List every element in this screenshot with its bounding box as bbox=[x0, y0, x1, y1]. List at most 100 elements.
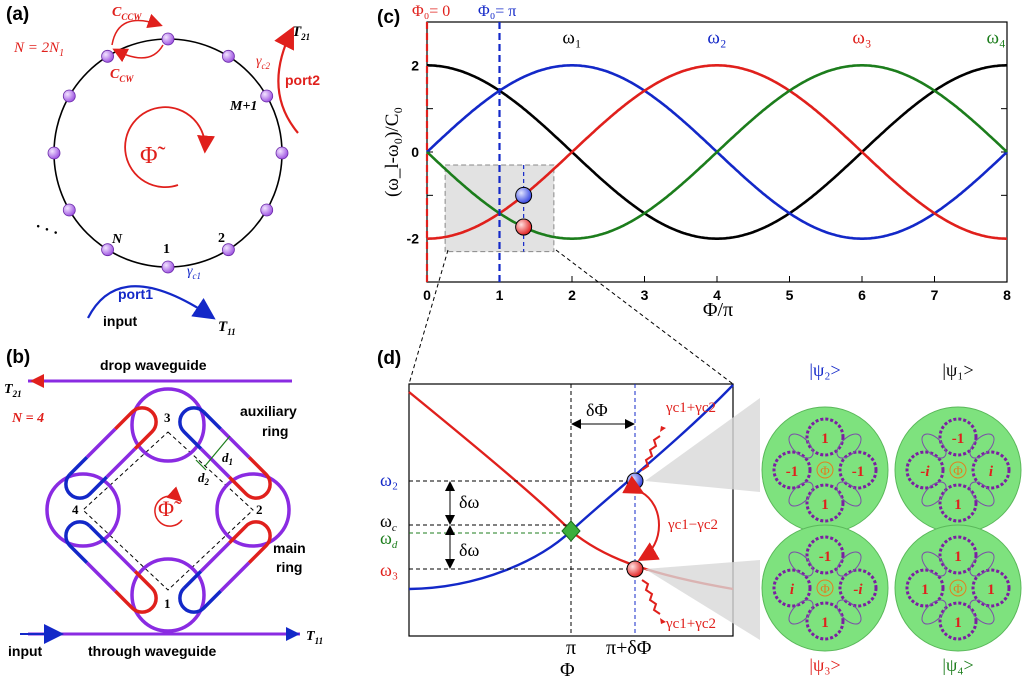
ring-node bbox=[161, 260, 175, 274]
dashed-diamond bbox=[82, 431, 254, 591]
ring-node bbox=[222, 243, 235, 257]
aux-ring-outer bbox=[178, 406, 206, 450]
mode-main-ring bbox=[805, 483, 845, 523]
phi-label: Φ̃ bbox=[140, 143, 166, 169]
aux-ring-outer bbox=[64, 472, 108, 500]
through-arrow-head bbox=[286, 627, 300, 641]
mode-center-ring bbox=[949, 579, 967, 597]
x-tick-label: 6 bbox=[858, 287, 866, 303]
series-label: ω₁ bbox=[562, 28, 581, 49]
d1-label: d1 bbox=[222, 450, 233, 467]
ring-node bbox=[62, 89, 76, 103]
mode-aux-ring bbox=[836, 599, 862, 625]
mode-amp-bottom: 1 bbox=[821, 615, 829, 631]
w3-marker bbox=[626, 560, 644, 578]
aux-ring-inner bbox=[228, 456, 272, 500]
x-tick-label: 0 bbox=[423, 287, 431, 303]
auxiliary-label: auxiliary bbox=[240, 403, 297, 419]
x-pi-label: π bbox=[566, 637, 576, 659]
mode-aux-ring bbox=[969, 551, 995, 577]
node-n-label: N bbox=[111, 232, 123, 247]
panel-a: (a) N = 2N1 CCCW CCW T21 γc2 port2 M+1 Φ… bbox=[6, 4, 320, 337]
mode-amp-bottom: 1 bbox=[954, 497, 962, 513]
x-tick-label: 3 bbox=[641, 287, 649, 303]
mode-main-ring bbox=[938, 483, 978, 523]
mode-amp-bottom: 1 bbox=[954, 615, 962, 631]
c-ccw-label: CCCW bbox=[112, 5, 142, 22]
node-2-label: 2 bbox=[218, 231, 225, 246]
x-tick-label: 8 bbox=[1003, 287, 1011, 303]
aux-ring-outer bbox=[182, 570, 203, 590]
panel-c-label: (c) bbox=[377, 7, 400, 28]
m-plus-1-label: M+1 bbox=[229, 99, 257, 114]
c-cw-arrow bbox=[112, 44, 164, 63]
aux-ring-outer bbox=[64, 520, 92, 564]
mode-picture: -1i-i1Φ|ψ₃> bbox=[761, 524, 889, 675]
mode-center-label: Φ bbox=[953, 581, 963, 596]
mode-main-ring bbox=[905, 568, 945, 608]
mode-amp-right: -1 bbox=[852, 464, 865, 480]
dw-top-label: δω bbox=[459, 492, 479, 512]
panel-d: (d) δω δω δΦ ω₂ ωc ωd ω₃ γc1−γc2 γc1+γc2… bbox=[377, 348, 760, 679]
phi-arrow bbox=[124, 106, 215, 188]
aux-ring-outer bbox=[68, 456, 89, 476]
mode-aux-ring bbox=[969, 433, 995, 459]
x-pi-dphi-label: π+δΦ bbox=[606, 637, 652, 659]
x-tick-label: 4 bbox=[713, 287, 721, 303]
mode-main-ring bbox=[905, 450, 945, 490]
aux-ring-outer bbox=[178, 586, 222, 614]
mode-aux-ring bbox=[969, 599, 995, 625]
ring-node bbox=[260, 203, 274, 217]
node-3-b: 3 bbox=[164, 410, 171, 425]
mode-aux-ring bbox=[788, 433, 814, 459]
port2-label: port2 bbox=[285, 72, 320, 88]
mode-amp-left: i bbox=[790, 582, 795, 598]
dphi-label: δΦ bbox=[586, 400, 608, 420]
aux-ring-mid bbox=[85, 427, 137, 479]
x-tick-label: 5 bbox=[786, 287, 794, 303]
mode-center-label: Φ bbox=[820, 463, 830, 478]
n4-label: N = 4 bbox=[11, 411, 44, 426]
series-label: ω₃ bbox=[852, 28, 871, 49]
t11-b-label: T11 bbox=[306, 629, 323, 646]
ring-node bbox=[47, 146, 61, 160]
mode-main-ring bbox=[838, 450, 878, 490]
node-4-b: 4 bbox=[72, 502, 79, 517]
mode-main-ring bbox=[971, 450, 1011, 490]
t11-label: T11 bbox=[218, 319, 236, 337]
ring-node bbox=[275, 146, 289, 160]
x-tick-label: 7 bbox=[931, 287, 939, 303]
ring-node bbox=[161, 32, 175, 46]
c-ccw-arrow bbox=[111, 13, 163, 46]
dots: · · · bbox=[32, 218, 60, 242]
mode-aux-ring bbox=[836, 551, 862, 577]
phi-b-arrow bbox=[154, 486, 183, 527]
plot-c-markers bbox=[515, 186, 533, 236]
mode-disc bbox=[761, 524, 889, 652]
data-marker bbox=[515, 186, 533, 204]
mode-center-label: Φ bbox=[820, 581, 830, 596]
y-tick-label: 2 bbox=[411, 57, 419, 73]
aux-ring-mid bbox=[85, 541, 137, 593]
phi0-zero-label: Φ₀= 0 bbox=[412, 3, 450, 20]
panel-b-label: (b) bbox=[6, 347, 30, 368]
ring-node bbox=[222, 49, 235, 63]
mode-main-ring bbox=[838, 568, 878, 608]
main-label: main bbox=[273, 540, 306, 556]
mode-amp-top: -1 bbox=[819, 549, 832, 565]
aux-ring-inner bbox=[114, 406, 158, 450]
panel-b: (b) drop waveguide T21 N = 4 input throu… bbox=[4, 347, 323, 659]
w2-marker bbox=[626, 472, 644, 490]
data-marker bbox=[515, 218, 533, 236]
beam-top bbox=[645, 398, 760, 492]
ring-nodes bbox=[47, 32, 289, 274]
mode-aux-ring bbox=[788, 481, 814, 507]
phi0-pi-label: Φ₀= π bbox=[478, 3, 516, 20]
panel-d-label: (d) bbox=[377, 348, 401, 369]
drop-arrow-head bbox=[30, 374, 44, 388]
mode-aux-ring bbox=[921, 599, 947, 625]
mode-amp-right: 1 bbox=[987, 582, 995, 598]
mode-amp-left: -i bbox=[920, 464, 930, 480]
